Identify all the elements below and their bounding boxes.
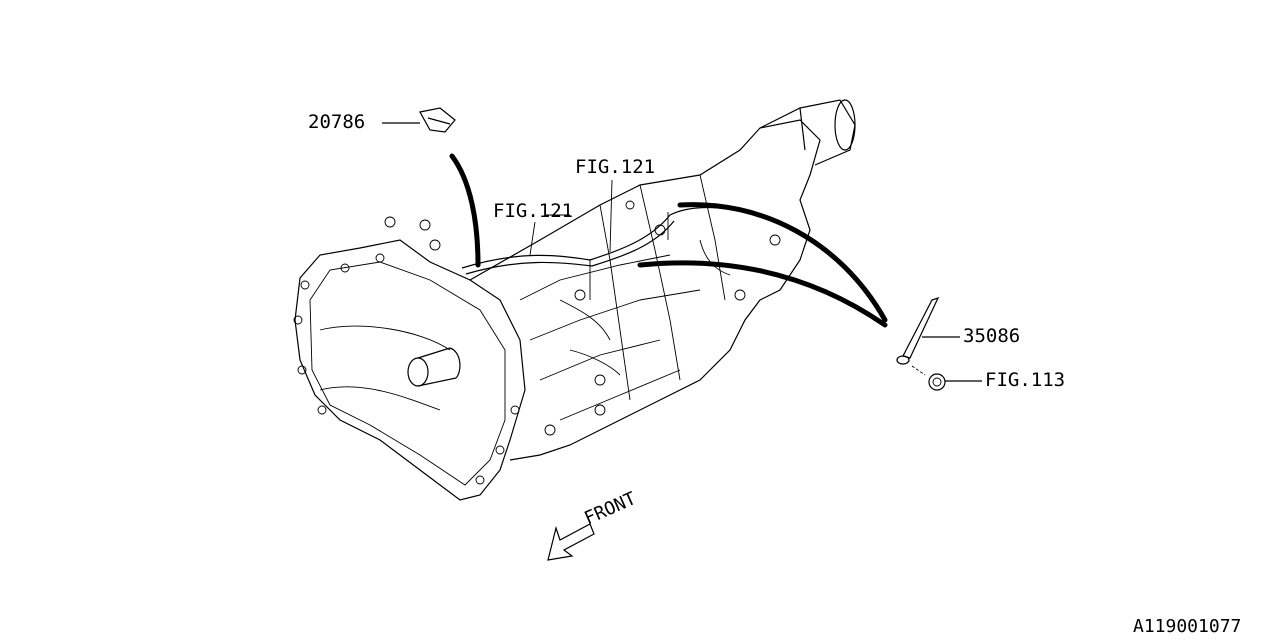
front-arrow-icon — [547, 523, 595, 561]
clip-part-icon — [419, 107, 456, 133]
transmission-assembly — [293, 99, 888, 501]
callout-fig-121-left: FIG.121 — [493, 200, 574, 222]
drawing-code: A119001077 — [1133, 616, 1242, 637]
callout-fig-113: FIG.113 — [985, 369, 1066, 391]
nut-part-icon — [911, 365, 946, 391]
callout-20786: 20786 — [308, 111, 366, 133]
callout-fig-121-right: FIG.121 — [575, 156, 656, 178]
stud-bolt-part-icon — [896, 296, 940, 365]
callout-35086: 35086 — [963, 325, 1021, 347]
